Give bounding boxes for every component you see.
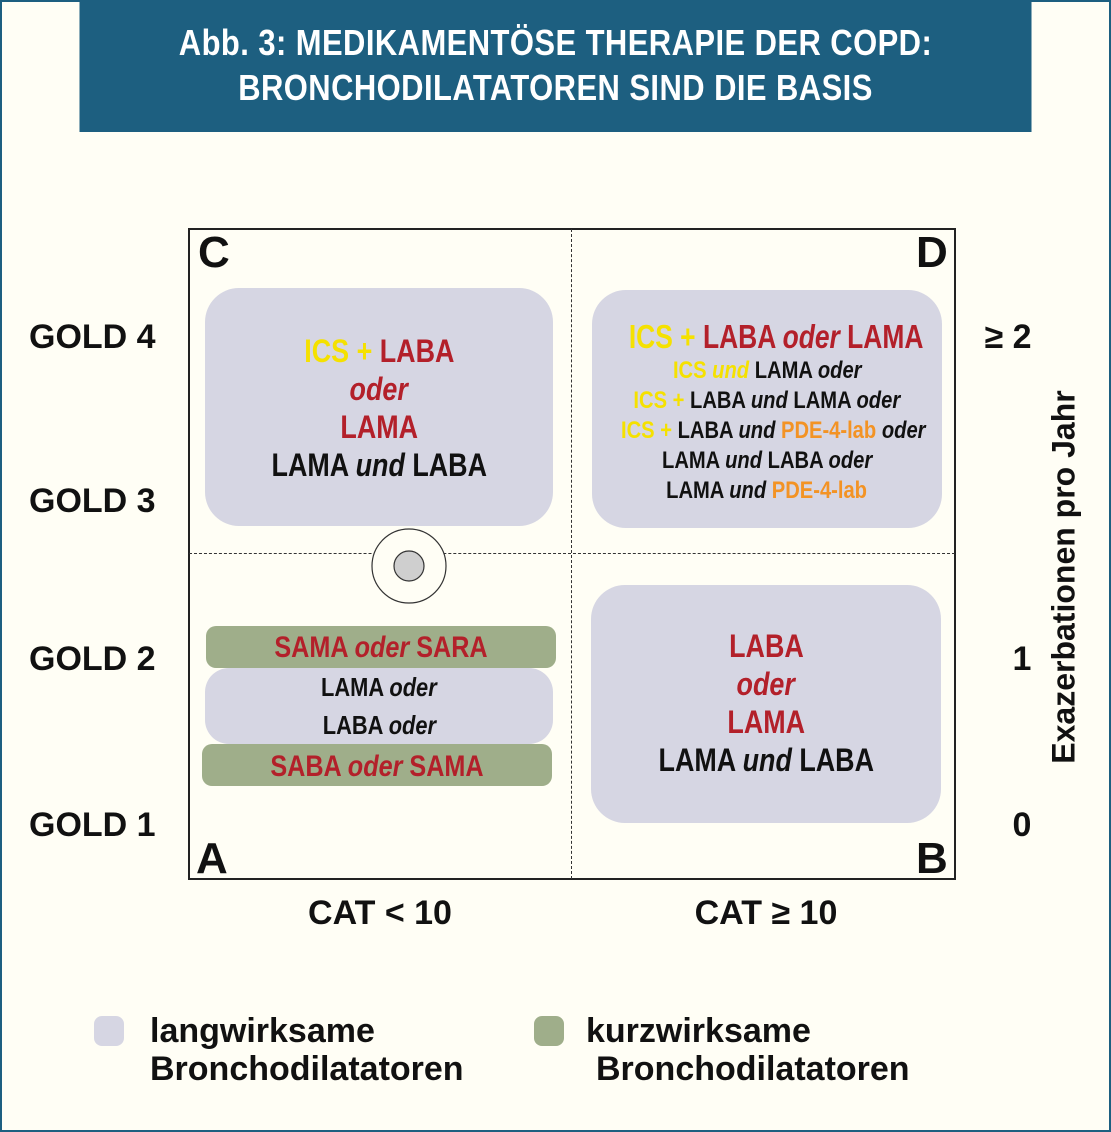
gold-4-label: GOLD 4 bbox=[29, 318, 156, 356]
quadrant-c-box: ICS + LABA oder LAMA LAMA und LABA bbox=[205, 288, 553, 526]
vertical-divider bbox=[571, 229, 572, 879]
quad-d-l2-und: und bbox=[711, 357, 749, 384]
target-circle-icon bbox=[371, 528, 447, 604]
quad-a-p2-oder: oder bbox=[388, 710, 436, 740]
quad-c-l4-laba: LABA bbox=[412, 447, 487, 483]
quad-c-l4-lama: LAMA bbox=[271, 447, 348, 483]
quad-a-p1-oder: oder bbox=[389, 672, 437, 702]
quad-a-p2-laba: LABA bbox=[322, 710, 383, 740]
quad-a-g2-sama: SAMA bbox=[409, 750, 484, 783]
quad-d-l2-lama: LAMA bbox=[754, 357, 812, 384]
quad-d-l1-plus: + bbox=[680, 318, 696, 355]
quad-d-l6-lama: LAMA bbox=[666, 477, 725, 504]
quadrant-a-short-acting-top: SAMA oder SARA bbox=[206, 626, 556, 668]
quad-d-l5-und: und bbox=[725, 447, 762, 474]
quad-a-g1-sara: SARA bbox=[416, 631, 488, 664]
quad-c-lama: LAMA bbox=[340, 409, 418, 445]
title-line-2: BRONCHODILATATOREN SIND DIE BASIS bbox=[238, 67, 873, 108]
quad-d-l5-lama: LAMA bbox=[661, 447, 720, 474]
title-line-1: Abb. 3: MEDIKAMENTÖSE THERAPIE DER COPD: bbox=[178, 22, 933, 63]
quad-d-l3-oder: oder bbox=[856, 387, 901, 414]
quad-c-l4-und: und bbox=[355, 447, 405, 483]
legend-short-acting-text: kurzwirksame Bronchodilatatoren bbox=[586, 1012, 910, 1088]
quad-b-oder: oder bbox=[736, 666, 796, 702]
quad-d-l1-ics: ICS bbox=[628, 318, 673, 355]
quad-d-l4-pde: PDE-4-lab bbox=[780, 417, 877, 444]
quad-d-l3-lama: LAMA bbox=[793, 387, 852, 414]
quad-a-p1-lama: LAMA bbox=[321, 672, 384, 702]
quad-d-l1-lama: LAMA bbox=[847, 318, 924, 355]
quad-b-l4-laba: LABA bbox=[799, 742, 874, 778]
quad-d-l5-laba: LABA bbox=[767, 447, 823, 474]
legend-short-acting-swatch bbox=[534, 1016, 564, 1046]
quad-b-l4-lama: LAMA bbox=[658, 742, 735, 778]
legend-long-acting-swatch bbox=[94, 1016, 124, 1046]
cat-high-label: CAT ≥ 10 bbox=[694, 894, 838, 932]
legend-long-line2: Bronchodilatatoren bbox=[150, 1050, 464, 1088]
quad-a-g1-oder: oder bbox=[354, 631, 410, 664]
corner-d: D bbox=[916, 228, 948, 277]
legend-short-line1: kurzwirksame bbox=[586, 1012, 811, 1050]
quadrant-b-box: LABA oder LAMA LAMA und LABA bbox=[591, 585, 941, 823]
legend-long-line1: langwirksame bbox=[150, 1012, 375, 1050]
corner-b: B bbox=[916, 834, 948, 883]
quad-a-g1-sama: SAMA bbox=[274, 631, 348, 664]
quad-d-l3-und: und bbox=[751, 387, 788, 414]
quadrant-a-long-acting-box: LAMA oder LABA oder bbox=[205, 668, 553, 744]
quad-d-l5-oder: oder bbox=[828, 447, 873, 474]
quadrant-d-box: ICS + LABA oder LAMA ICS und LAMA oder I… bbox=[592, 290, 942, 528]
gold-1-label: GOLD 1 bbox=[29, 806, 156, 844]
quad-d-l3-ics: ICS bbox=[633, 387, 668, 414]
quad-d-l3-plus: + bbox=[672, 387, 685, 414]
quad-c-ics: ICS bbox=[303, 333, 349, 369]
quad-d-l6-und: und bbox=[729, 477, 767, 504]
quad-d-l6-pde: PDE-4-lab bbox=[772, 477, 868, 504]
quad-d-l4-laba: LABA bbox=[677, 417, 733, 444]
exacerbation-1-label: 1 bbox=[1012, 640, 1032, 678]
exacerbation-0-label: 0 bbox=[1012, 806, 1032, 844]
quad-d-l3-laba: LABA bbox=[690, 387, 746, 414]
quad-c-laba: LABA bbox=[379, 333, 455, 369]
exacerbation-axis-title: Exazerbationen pro Jahr bbox=[1045, 390, 1082, 764]
horizontal-divider bbox=[189, 553, 955, 554]
quadrant-grid bbox=[188, 228, 956, 880]
quad-b-laba: LABA bbox=[728, 628, 804, 664]
title-banner: Abb. 3: MEDIKAMENTÖSE THERAPIE DER COPD:… bbox=[79, 2, 1032, 132]
cat-low-label: CAT < 10 bbox=[308, 894, 452, 932]
quad-c-oder: oder bbox=[349, 371, 409, 407]
exacerbation-ge2-label: ≥ 2 bbox=[984, 318, 1032, 356]
quad-d-l2-oder: oder bbox=[817, 357, 862, 384]
quad-c-plus: + bbox=[356, 333, 372, 369]
legend-short-line2: Bronchodilatatoren bbox=[596, 1050, 910, 1088]
quad-d-l4-ics: ICS bbox=[621, 417, 655, 444]
quad-d-l1-oder: oder bbox=[782, 318, 840, 355]
quadrant-a-short-acting-bottom: SABA oder SAMA bbox=[202, 744, 552, 786]
quad-a-g2-oder: oder bbox=[347, 750, 403, 783]
gold-2-label: GOLD 2 bbox=[29, 640, 156, 678]
quad-d-l4-plus: + bbox=[660, 417, 672, 444]
quad-d-l4-und: und bbox=[738, 417, 776, 444]
gold-3-label: GOLD 3 bbox=[29, 482, 156, 520]
quad-b-l4-und: und bbox=[742, 742, 792, 778]
corner-a: A bbox=[196, 834, 228, 883]
quad-d-l4-oder: oder bbox=[881, 417, 926, 444]
corner-c: C bbox=[198, 228, 230, 277]
quad-d-l2-ics: ICS bbox=[672, 357, 707, 384]
quad-a-g2-saba: SABA bbox=[270, 750, 341, 783]
quad-b-lama: LAMA bbox=[727, 704, 805, 740]
quad-d-l1-laba: LABA bbox=[702, 318, 776, 355]
legend-long-acting-text: langwirksame Bronchodilatatoren bbox=[150, 1012, 464, 1088]
